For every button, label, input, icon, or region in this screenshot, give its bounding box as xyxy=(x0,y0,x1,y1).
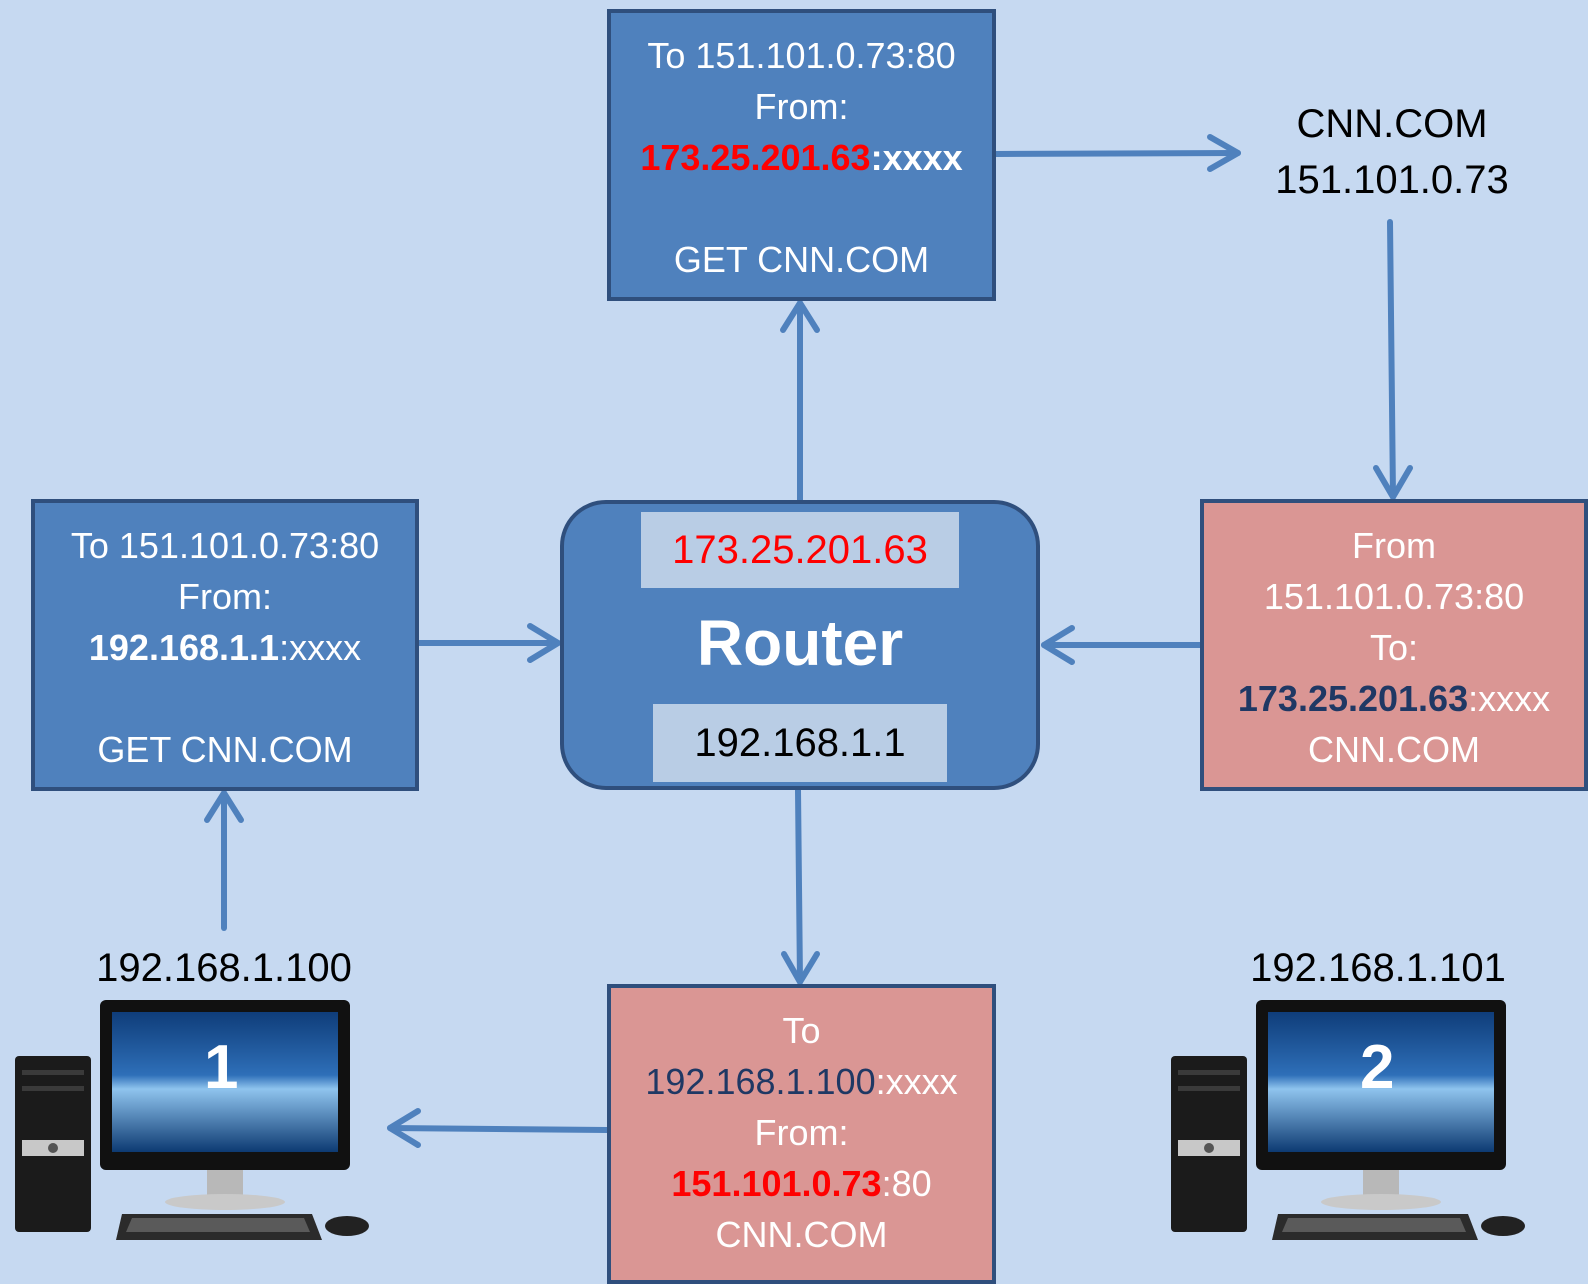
reply-from-label: From xyxy=(1352,525,1436,566)
packet-source-port: :xxxx xyxy=(870,137,963,178)
pc1-number: 1 xyxy=(204,1033,239,1102)
packet-from-label: From: xyxy=(178,576,272,617)
reply-source: 151.101.0.73:80 xyxy=(1263,576,1525,617)
arrow-packet-to-server xyxy=(993,150,1241,157)
arrow-router-to-pc1-reply xyxy=(795,787,803,985)
packet-source-ip: 173.25.201.63 xyxy=(640,137,871,178)
router-private-ip: 192.168.1.1 xyxy=(653,704,947,782)
packet-destination: To 151.101.0.73:80 xyxy=(70,525,380,566)
pc2-number: 2 xyxy=(1360,1033,1395,1102)
packet-source-ip: 192.168.1.1 xyxy=(88,627,280,668)
reply-to-label: To xyxy=(782,1010,821,1051)
reply-destination-ip: 192.168.1.100 xyxy=(645,1061,876,1102)
packet-from-pc1: To 151.101.0.73:80 From: 192.168.1.1:xxx… xyxy=(31,499,419,791)
reply-from-server: From 151.101.0.73:80 To: 173.25.201.63:x… xyxy=(1200,499,1588,791)
pc1-ip: 192.168.1.100 xyxy=(96,946,352,990)
reply-destination-port: :xxxx xyxy=(875,1061,958,1102)
reply-to-pc1: To 192.168.1.100:xxxx From: 151.101.0.73… xyxy=(607,984,996,1284)
pc1-computer-icon: 1 xyxy=(12,1000,382,1255)
reply-to-label: To: xyxy=(1369,627,1419,668)
arrow-server-to-reply xyxy=(1387,219,1396,500)
server-name: CNN.COM xyxy=(1296,102,1488,146)
reply-destination-port: :xxxx xyxy=(1468,678,1551,719)
packet-destination: To 151.101.0.73:80 xyxy=(647,35,956,76)
server-ip: 151.101.0.73 xyxy=(1275,158,1509,202)
reply-from-label: From: xyxy=(754,1112,849,1153)
router-label: Router xyxy=(696,607,904,679)
reply-payload: CNN.COM xyxy=(715,1214,888,1255)
arrow-reply-to-pc1 xyxy=(387,1125,610,1133)
packet-source-port: :xxxx xyxy=(279,627,362,668)
pc2-computer-icon: 2 xyxy=(1168,1000,1538,1255)
reply-payload: CNN.COM xyxy=(1308,729,1480,770)
pc2-ip: 192.168.1.101 xyxy=(1250,946,1506,990)
router: 173.25.201.63 Router 192.168.1.1 xyxy=(560,500,1040,790)
server-label: CNN.COM 151.101.0.73 xyxy=(1242,96,1542,208)
reply-source-ip: 151.101.0.73 xyxy=(671,1163,882,1204)
packet-to-internet: To 151.101.0.73:80 From: 173.25.201.63:x… xyxy=(607,9,996,301)
packet-payload: GET CNN.COM xyxy=(673,239,930,280)
reply-source-port: :80 xyxy=(881,1163,932,1204)
router-public-ip: 173.25.201.63 xyxy=(641,512,959,588)
packet-payload: GET CNN.COM xyxy=(97,729,353,770)
reply-destination-ip: 173.25.201.63 xyxy=(1237,678,1469,719)
packet-from-label: From: xyxy=(754,86,849,127)
